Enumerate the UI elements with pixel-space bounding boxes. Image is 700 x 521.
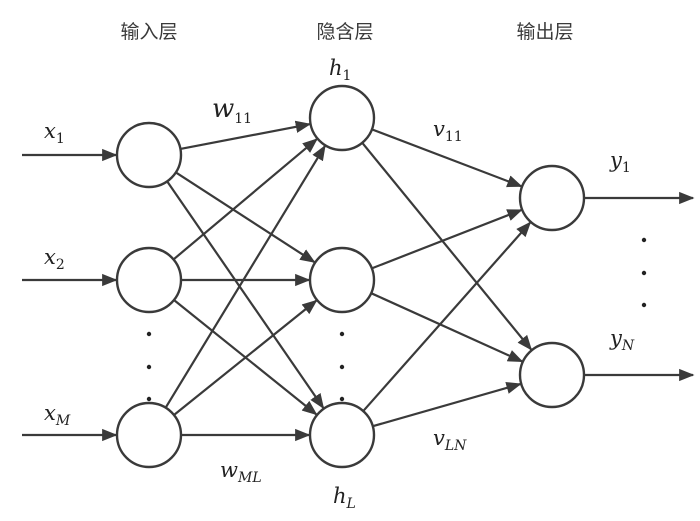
neuron-output-y1: [518, 164, 586, 232]
hidden-ellipsis-dot: [339, 396, 345, 402]
edge-x1-hL: [166, 180, 325, 410]
input-ellipsis-dot: [146, 396, 152, 402]
hidden-layer-title: 隐含层: [316, 21, 373, 43]
neuron-hidden-h1: [308, 84, 376, 152]
neuron-input-x2: [115, 246, 183, 314]
ellipsis-dots: [146, 237, 647, 402]
input-label-x1: x1: [44, 119, 65, 147]
weight-label-wML: wML: [220, 458, 262, 486]
edge-h2-y1: [371, 208, 523, 270]
weight-label-vLN: vLN: [433, 426, 467, 454]
neuron-input-xM: [115, 401, 183, 469]
edge-x1-h1: [180, 120, 312, 151]
input-label-xM: xM: [44, 401, 71, 429]
output-layer-title: 输出层: [516, 21, 573, 43]
output-label-y1: y1: [609, 148, 631, 176]
edge-hL-y1: [362, 221, 532, 412]
edge-xM-h1: [164, 144, 326, 409]
connections: [22, 120, 695, 442]
edge-h2-yN: [370, 292, 524, 363]
neuron-hidden-hL: [308, 401, 376, 469]
hidden-label-h1: h1: [329, 56, 351, 84]
edge-h1-y1: [371, 128, 523, 188]
neuron-output-yN: [518, 341, 586, 409]
edge-h1-yN: [361, 142, 533, 351]
output-ellipsis-dot: [641, 237, 647, 243]
neurons: [115, 84, 586, 469]
edge-xM-h2: [173, 299, 318, 416]
weight-label-w11: w11: [212, 94, 252, 127]
hidden-label-hL: hL: [333, 484, 356, 512]
edge-hL-yN: [372, 381, 522, 428]
edge-x2-h1: [172, 138, 318, 261]
neuron-input-x1: [115, 121, 183, 189]
hidden-ellipsis-dot: [339, 331, 345, 337]
weight-label-v11: v11: [433, 117, 463, 145]
output-ellipsis-dot: [641, 270, 647, 276]
output-label-yN: yN: [609, 326, 635, 354]
neuron-hidden-h2: [308, 246, 376, 314]
input-label-x2: x2: [44, 245, 65, 273]
hidden-ellipsis-dot: [339, 364, 345, 370]
input-ellipsis-dot: [146, 331, 152, 337]
input-layer-title: 输入层: [120, 21, 177, 43]
output-ellipsis-dot: [641, 302, 647, 308]
input-ellipsis-dot: [146, 364, 152, 370]
edge-x1-h2: [175, 171, 316, 263]
